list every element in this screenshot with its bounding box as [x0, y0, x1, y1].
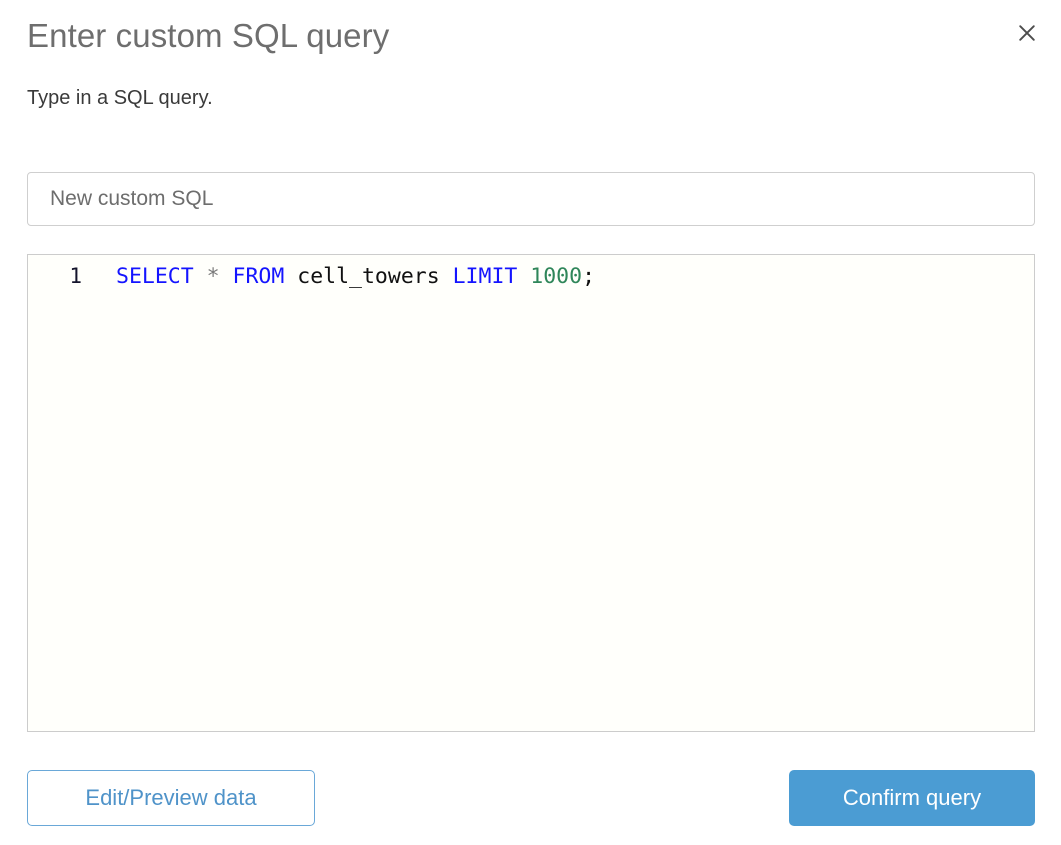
code-line[interactable]: 1 SELECT * FROM cell_towers LIMIT 1000; — [28, 255, 1034, 289]
token-identifier-table: cell_towers — [297, 264, 440, 289]
token-number-limit: 1000 — [530, 264, 583, 289]
page-title: Enter custom SQL query — [27, 17, 390, 54]
token-operator-star: * — [206, 264, 220, 289]
line-number: 1 — [69, 264, 82, 288]
token-punct-semicolon: ; — [582, 264, 596, 289]
confirm-query-button[interactable]: Confirm query — [789, 770, 1035, 826]
code-line-content[interactable]: SELECT * FROM cell_towers LIMIT 1000; — [92, 264, 1034, 289]
edit-preview-data-button[interactable]: Edit/Preview data — [27, 770, 315, 826]
token-keyword-limit: LIMIT — [452, 264, 518, 289]
token-keyword-from: FROM — [232, 264, 285, 289]
close-button[interactable] — [1011, 17, 1043, 49]
sql-code-editor[interactable]: 1 SELECT * FROM cell_towers LIMIT 1000; — [27, 254, 1035, 732]
token-keyword-select: SELECT — [116, 264, 194, 289]
query-name-input[interactable] — [27, 172, 1035, 226]
close-icon — [1017, 23, 1037, 43]
dialog-subtitle: Type in a SQL query. — [27, 87, 213, 109]
